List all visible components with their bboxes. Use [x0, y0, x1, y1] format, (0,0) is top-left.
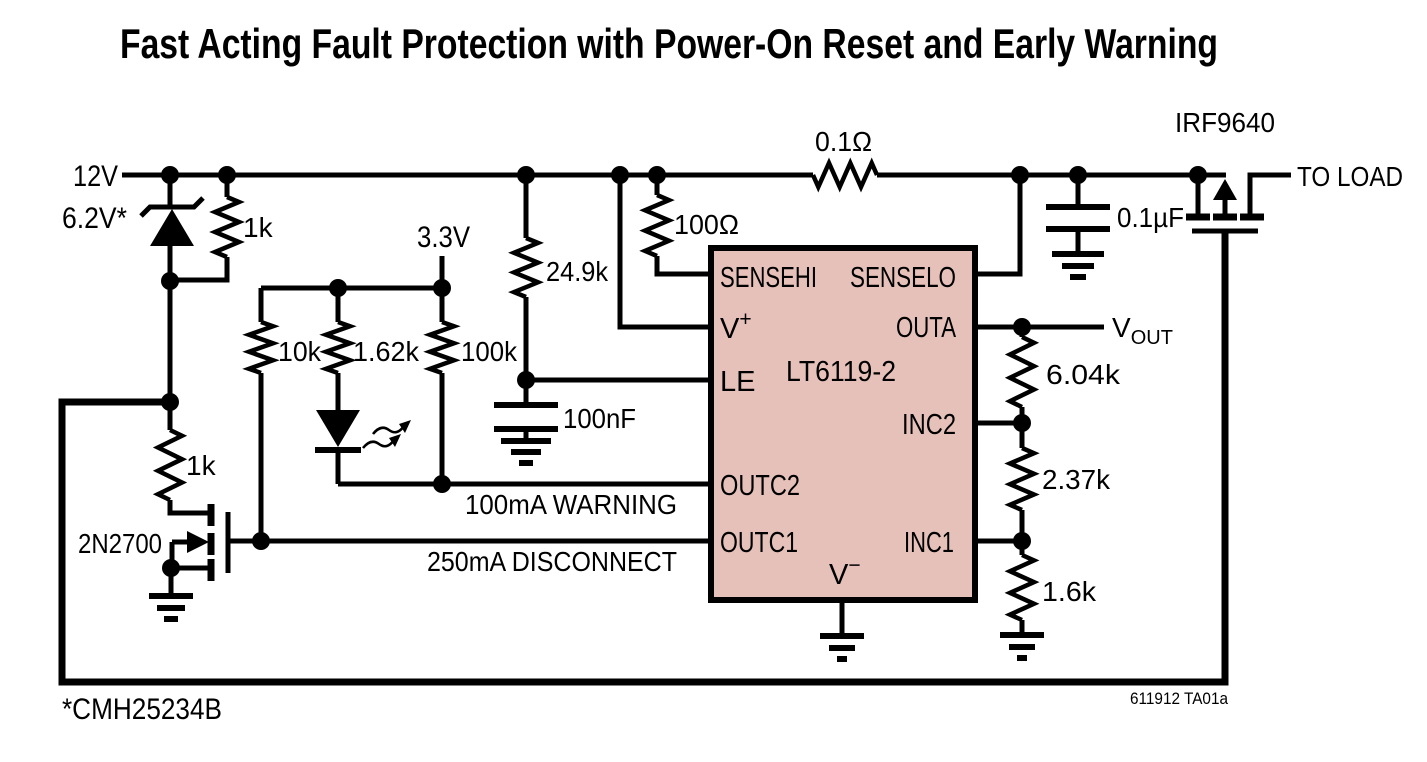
nmos-2n2700: 2N2700: [78, 504, 231, 622]
gate-drive-loop: [58, 231, 1229, 686]
ground-vminus: [820, 600, 864, 662]
ic-part-number: LT6119-2: [786, 356, 896, 388]
resistor-100k-label: 100k: [461, 336, 518, 367]
resistor-100ohm-label: 100Ω: [674, 209, 739, 240]
ic-pin-sensehi: SENSEHI: [720, 262, 817, 294]
resistor-1p62k-label: 1.62k: [353, 336, 420, 367]
led: [315, 410, 411, 484]
capacitor-100nf-label: 100nF: [563, 403, 636, 434]
vout-label: VOUT: [1112, 312, 1173, 349]
resistor-1p6k: 1.6k: [1000, 541, 1097, 661]
resistor-6p04k: 6.04k: [1004, 327, 1121, 423]
warning-annotation: 100mA WARNING: [465, 489, 677, 520]
sense-resistor-label: 0.1Ω: [815, 126, 872, 157]
resistor-6p04k-label: 6.04k: [1046, 359, 1121, 390]
ic-pin-vplus: V+: [720, 308, 752, 345]
pmos-body-arrow: [1213, 179, 1237, 200]
ic-pin-inc2: INC2: [902, 409, 956, 441]
ground-0p1uf: [1052, 251, 1104, 280]
led-emission-arrows: [361, 420, 411, 449]
ic-pin-outa: OUTA: [896, 312, 957, 344]
supply-3v3-label: 3.3V: [417, 221, 470, 254]
ic-pin-outc2: OUTC2: [720, 470, 800, 502]
schematic-title: Fast Acting Fault Protection with Power-…: [120, 20, 1218, 67]
ic-pin-vminus: V−: [829, 554, 861, 591]
ground-100nf: [501, 438, 551, 466]
ground-nmos: [149, 593, 193, 622]
resistor-2p37k-label: 2.37k: [1042, 464, 1111, 495]
resistor-1p62k: 1.62k: [319, 288, 420, 410]
zener-part-note: *CMH25234B: [62, 693, 222, 726]
resistor-1p6k-label: 1.6k: [1042, 576, 1097, 607]
ic-pin-le: LE: [720, 366, 755, 398]
capacitor-100nf: 100nF: [494, 380, 636, 466]
zener-anode-triangle: [150, 209, 194, 246]
ic-pin-senselo: SENSELO: [850, 262, 956, 294]
capacitor-0p1uf-label: 0.1µF: [1117, 202, 1184, 233]
sense-resistor-0p1ohm: 0.1Ω: [810, 126, 880, 193]
resistor-10k: 10k: [242, 288, 322, 541]
junction-dots: [161, 166, 1207, 577]
disconnect-annotation: 250mA DISCONNECT: [427, 546, 677, 577]
pmos-label: IRF9640: [1175, 107, 1275, 138]
resistor-10k-label: 10k: [278, 336, 322, 367]
zener-cathode-bar: [139, 196, 205, 218]
senselo-wire: [975, 175, 1023, 277]
resistor-100k: 100k: [423, 319, 518, 484]
resistor-1k-bottom: 1k: [152, 427, 217, 516]
resistor-24p9k: 24.9k: [508, 175, 609, 380]
resistor-1k-top: 1k: [170, 175, 274, 283]
nmos-body-arrow: [187, 531, 209, 553]
to-load-label: TO LOAD: [1297, 161, 1403, 192]
resistor-1k-top-label: 1k: [243, 212, 274, 243]
ground-1p6k: [1000, 632, 1044, 661]
capacitor-0p1uf: 0.1µF: [1046, 175, 1184, 280]
doc-id: 611912 TA01a: [1130, 689, 1228, 708]
ic-pin-outc1: OUTC1: [720, 527, 798, 559]
nmos-label: 2N2700: [78, 528, 162, 559]
supply-12v-label: 12V: [73, 160, 118, 193]
ic-pin-inc1: INC1: [904, 527, 954, 559]
resistor-100ohm: 100Ω: [639, 175, 739, 277]
resistor-24p9k-label: 24.9k: [546, 256, 609, 287]
zener-voltage-label: 6.2V*: [62, 202, 127, 235]
vplus-wire: [617, 175, 711, 330]
led-triangle: [316, 410, 360, 447]
ic-lt6119: SENSEHI SENSELO V+ OUTA LE LT6119-2 INC2…: [708, 245, 978, 603]
resistor-1k-bottom-label: 1k: [186, 450, 217, 481]
pmos-drain-wire: [1247, 172, 1291, 217]
